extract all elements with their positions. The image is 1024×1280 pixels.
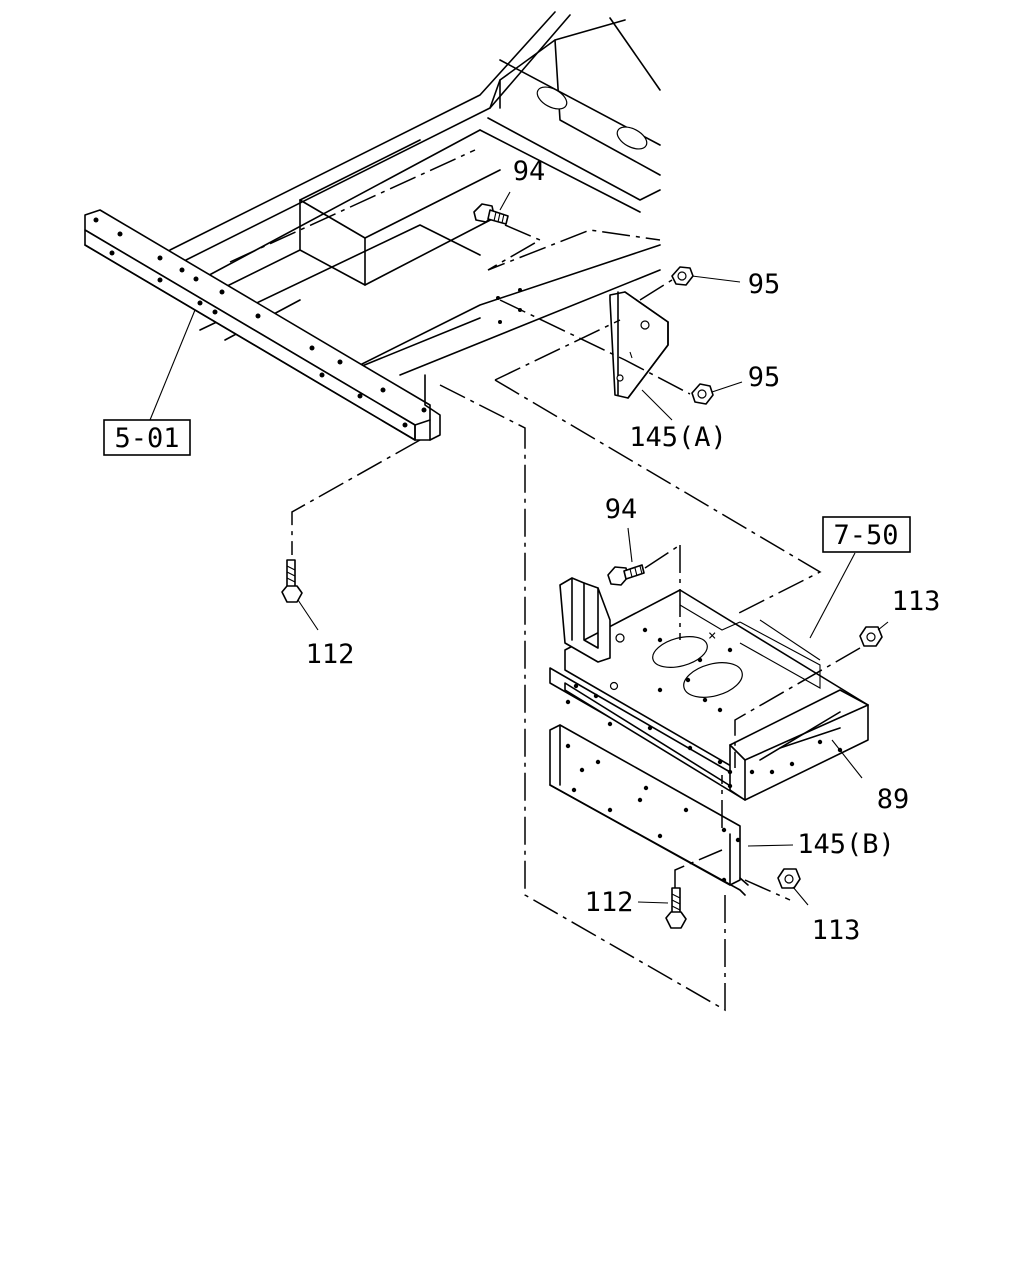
bolt-112-bottom-icon — [665, 887, 687, 929]
nut-95-mid-icon — [691, 383, 714, 405]
label-113-top: 113 — [892, 586, 941, 617]
ref-label-5-01: 5-01 — [114, 423, 179, 454]
bracket-145b — [549, 724, 749, 896]
assembly-lines — [229, 149, 861, 1012]
bracket-145a — [609, 291, 669, 399]
nut-113-top-icon — [859, 626, 883, 647]
label-113-bottom: 113 — [812, 915, 861, 946]
label-95-top: 95 — [748, 269, 781, 300]
label-95-mid: 95 — [748, 362, 781, 393]
nut-95-top-icon — [671, 266, 694, 286]
nut-113-bottom-icon — [777, 868, 801, 889]
label-94-mid: 94 — [605, 494, 638, 525]
ref-box-7-50: 7-50 — [822, 516, 911, 553]
ref-label-7-50: 7-50 — [833, 520, 898, 551]
label-94-top: 94 — [513, 156, 546, 187]
ref-box-5-01: 5-01 — [103, 419, 191, 456]
battery-carrier: × — [549, 577, 869, 801]
label-112-bottom: 112 — [585, 887, 634, 918]
bolt-94-mid-icon — [607, 564, 645, 586]
chassis-frame — [169, 11, 661, 376]
bolt-94-top-icon — [473, 203, 509, 225]
label-112-left: 112 — [306, 639, 355, 670]
label-89: 89 — [877, 784, 910, 815]
side-rail-holes — [93, 217, 522, 428]
leader-lines — [149, 191, 889, 906]
label-145a: 145(A) — [629, 422, 727, 453]
side-rail — [84, 209, 441, 441]
label-145b: 145(B) — [797, 829, 895, 860]
svg-text:×: × — [708, 628, 716, 644]
bolt-112-left-icon — [281, 559, 303, 603]
